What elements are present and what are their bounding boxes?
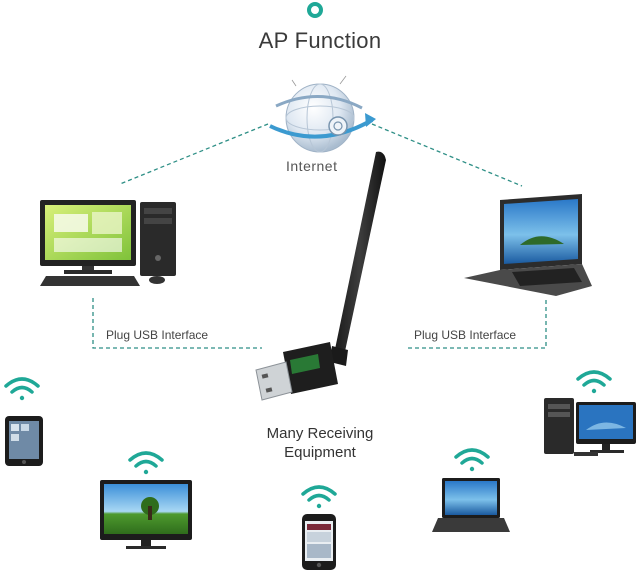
internet-label: Internet (286, 158, 338, 174)
desktop-tower-icon (544, 398, 636, 456)
globe-icon (269, 75, 376, 153)
wifi-signal-icon (301, 485, 337, 509)
wifi-signal-icon (4, 377, 40, 401)
page-title: AP Function (258, 28, 382, 53)
wifi-signal-icon (454, 448, 490, 472)
line-laptop-to-adapter (405, 300, 547, 349)
desktop-computer-icon (40, 200, 176, 286)
small-laptop-icon (432, 478, 510, 532)
header-ring-icon (307, 2, 323, 18)
wifi-signals (4, 370, 612, 509)
plug-usb-label-left: Plug USB Interface (106, 328, 209, 342)
plug-usb-label-right: Plug USB Interface (414, 328, 517, 342)
laptop-icon (464, 194, 592, 296)
center-label-line1: Many Receiving (266, 425, 374, 442)
wifi-signal-icon (576, 370, 612, 394)
wifi-signal-icon (128, 451, 164, 475)
connection-lines (92, 123, 547, 349)
line-globe-to-laptop (371, 123, 523, 187)
tablet-icon (5, 416, 43, 466)
smartphone-icon (302, 514, 336, 570)
usb-wifi-adapter-icon (255, 151, 386, 401)
center-label-line2: Equipment (284, 444, 356, 461)
monitor-icon (100, 480, 192, 549)
line-desktop-to-adapter (92, 298, 262, 349)
many-receiving-equipment-label: Many Receiving Equipment (240, 424, 400, 462)
line-globe-to-desktop (119, 123, 269, 185)
